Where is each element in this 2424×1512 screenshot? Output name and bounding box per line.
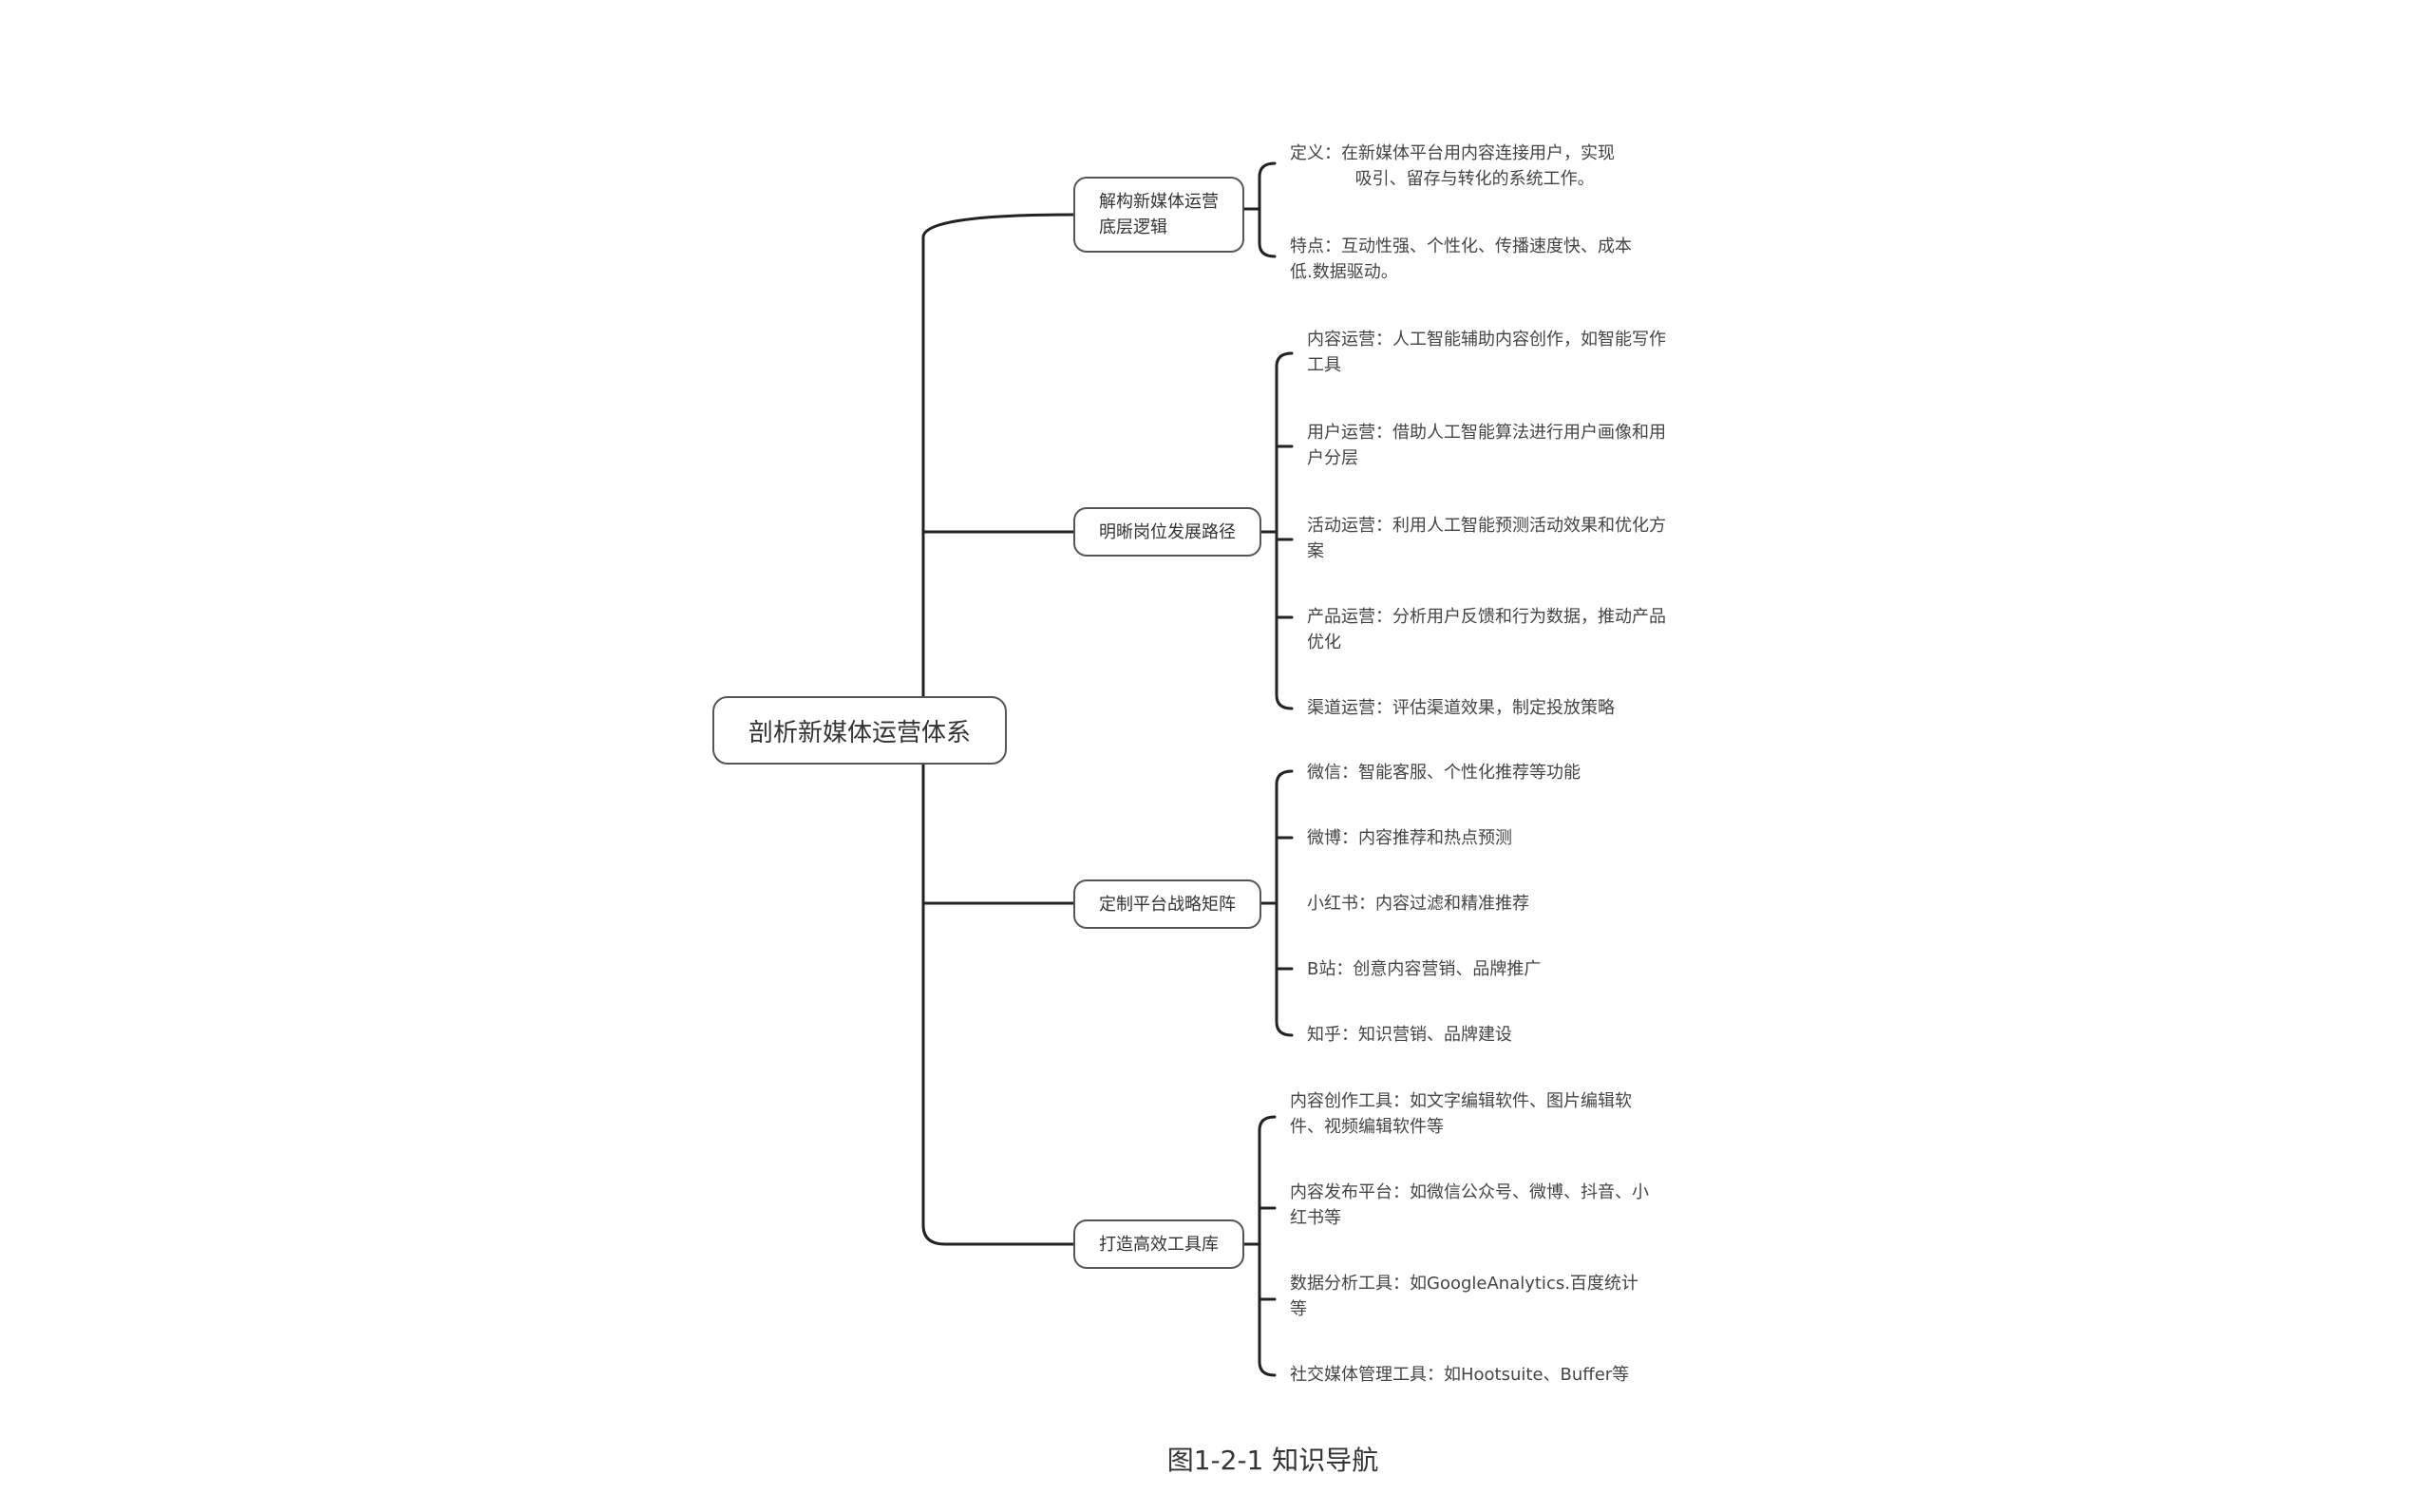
branch-node-2: 明晰岗位发展路径 (1073, 507, 1261, 557)
root-node: 剖析新媒体运营体系 (712, 696, 1007, 765)
leaf-content-operation: 内容运营：人工智能辅助内容创作，如智能写作 工具 (1307, 330, 1666, 375)
leaf-zhihu: 知乎：知识营销、品牌建设 (1307, 1025, 1512, 1045)
trunk-line (921, 213, 1075, 1246)
leaf-features: 特点：互动性强、个性化、传播速度快、成本 低.数据驱动。 (1290, 236, 1632, 282)
leaf-bilibili: B站：创意内容营销、品牌推广 (1307, 959, 1542, 979)
branch-node-3: 定制平台战略矩阵 (1073, 879, 1261, 929)
branch-node-1: 解构新媒体运营 底层逻辑 (1073, 177, 1244, 253)
leaf-content-creation-tools: 内容创作工具：如文字编辑软件、图片编辑软 件、视频编辑软件等 (1290, 1091, 1632, 1137)
figure-caption: 图1-2-1 知识导航 (1166, 1445, 1379, 1476)
brace-branch-4 (1242, 1115, 1277, 1377)
leaf-publishing-platforms: 内容发布平台：如微信公众号、微博、抖音、小 红书等 (1290, 1182, 1649, 1228)
brace-branch-2 (1259, 351, 1294, 710)
brace-branch-3 (1259, 769, 1294, 1037)
leaf-activity-operation: 活动运营：利用人工智能预测活动效果和优化方 案 (1307, 516, 1666, 561)
brace-branch-1 (1242, 161, 1277, 258)
leaf-user-operation: 用户运营：借助人工智能算法进行用户画像和用 户分层 (1307, 423, 1666, 468)
leaf-channel-operation: 渠道运营：评估渠道效果，制定投放策略 (1307, 698, 1615, 718)
leaf-wechat: 微信：智能客服、个性化推荐等功能 (1307, 763, 1581, 783)
leaf-definition: 定义：在新媒体平台用内容连接用户，实现 吸引、留存与转化的系统工作。 (1290, 143, 1615, 189)
leaf-xiaohongshu: 小红书：内容过滤和精准推荐 (1307, 894, 1529, 914)
leaf-social-management-tools: 社交媒体管理工具：如Hootsuite、Buffer等 (1290, 1365, 1630, 1385)
leaf-weibo: 微博：内容推荐和热点预测 (1307, 828, 1512, 848)
branch-node-4: 打造高效工具库 (1073, 1219, 1244, 1269)
leaf-analytics-tools: 数据分析工具：如GoogleAnalytics.百度统计 等 (1290, 1274, 1638, 1319)
leaf-product-operation: 产品运营：分析用户反馈和行为数据，推动产品 优化 (1307, 607, 1666, 652)
